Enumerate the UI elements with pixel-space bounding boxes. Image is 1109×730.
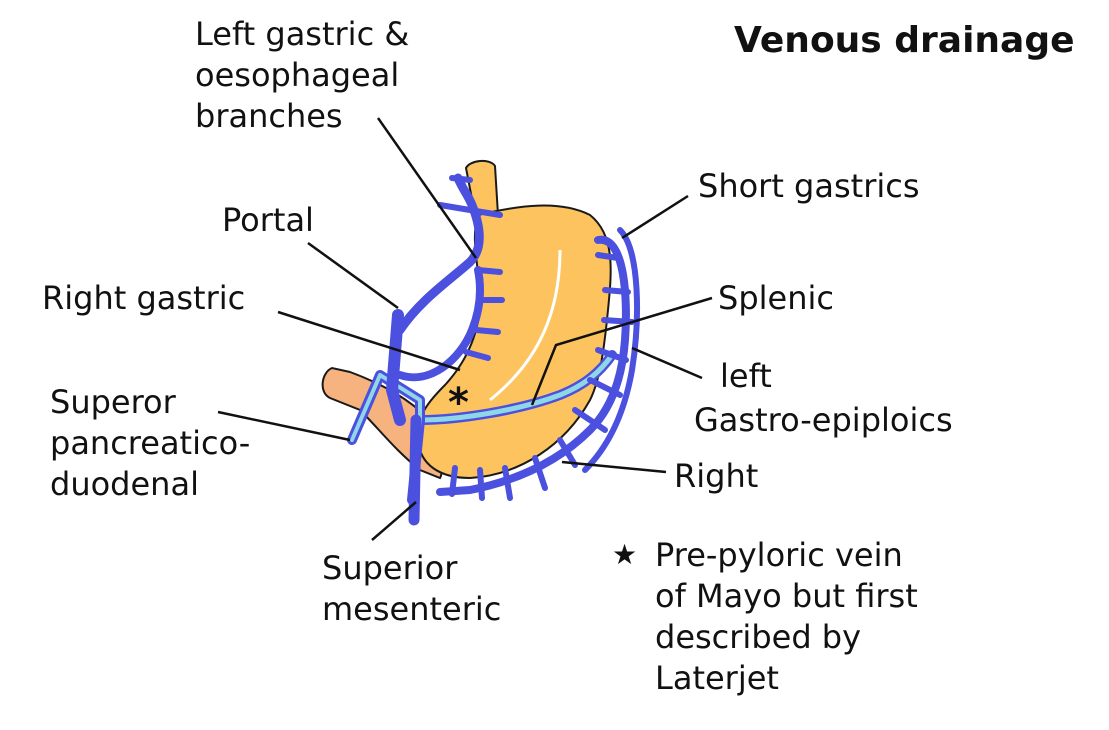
label-sup-pancreatico-line2: pancreatico-	[50, 423, 250, 464]
label-left-gastric-line2: oesophageal	[195, 55, 409, 96]
label-superior-mesenteric: Superior mesenteric	[322, 548, 501, 630]
diagram-star-marker: *	[448, 380, 469, 426]
label-gastro-epiploics: Gastro-epiploics	[694, 400, 953, 441]
label-right: Right	[674, 456, 758, 497]
leader-short-gastrics	[622, 196, 688, 238]
diagram-title: Venous drainage	[734, 18, 1075, 64]
leader-right-gastric	[278, 312, 460, 370]
label-left: left	[720, 356, 772, 397]
label-left-gastric-line3: branches	[195, 96, 409, 137]
label-sup-pancreaticoduodenal: Superor pancreatico- duodenal	[50, 382, 250, 505]
footnote-pre-pyloric-vein: Pre-pyloric vein of Mayo but first descr…	[655, 535, 918, 699]
footnote-line4: Laterjet	[655, 658, 918, 699]
footnote-line1: Pre-pyloric vein	[655, 535, 918, 576]
footnote-line3: described by	[655, 617, 918, 658]
label-sup-pancreatico-line1: Superor	[50, 382, 250, 423]
label-splenic: Splenic	[718, 278, 834, 319]
label-short-gastrics: Short gastrics	[698, 166, 920, 207]
left-gastric-vein	[400, 178, 479, 330]
leader-left-gastroepiploic	[632, 348, 702, 378]
label-left-gastric: Left gastric & oesophageal branches	[195, 14, 409, 137]
label-sup-mesenteric-line1: Superior	[322, 548, 501, 589]
label-right-gastric: Right gastric	[42, 278, 245, 319]
label-sup-mesenteric-line2: mesenteric	[322, 589, 501, 630]
footnote-star: ★	[612, 537, 637, 573]
leader-portal	[308, 243, 398, 308]
label-sup-pancreatico-line3: duodenal	[50, 464, 250, 505]
label-portal: Portal	[222, 200, 314, 241]
footnote-line2: of Mayo but first	[655, 576, 918, 617]
label-left-gastric-line1: Left gastric &	[195, 14, 409, 55]
leader-right-gastroepiploic	[562, 462, 666, 472]
